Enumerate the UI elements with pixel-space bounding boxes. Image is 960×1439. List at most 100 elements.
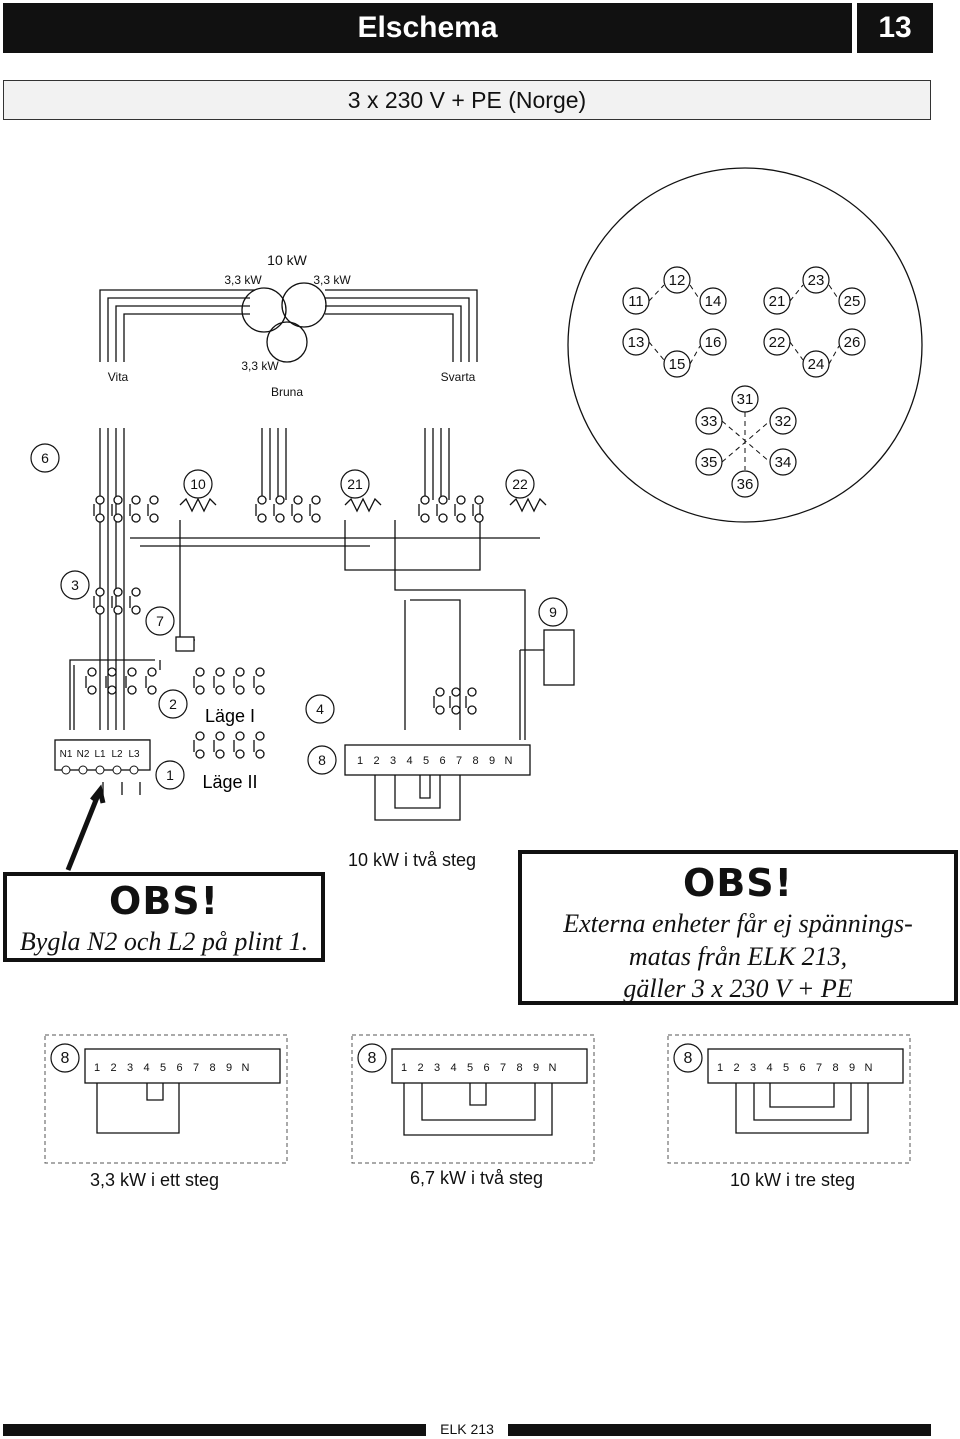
- svg-text:16: 16: [705, 334, 722, 351]
- main-terminal-l2: L2: [111, 749, 123, 760]
- variant-2-terminal-7: 7: [500, 1062, 506, 1074]
- svg-text:1: 1: [166, 767, 174, 783]
- strip-main-terminal-1: 1: [357, 755, 363, 767]
- svg-text:25: 25: [844, 293, 861, 310]
- heater-bottom-label: 3,3 kW: [241, 359, 279, 373]
- component-7-box: [175, 636, 195, 652]
- main-terminal-n2: N2: [77, 749, 90, 760]
- heater-left-label: 3,3 kW: [224, 273, 262, 287]
- obs-right-line2: matas från ELK 213,: [628, 941, 848, 971]
- plate-contact-12: 12: [663, 266, 691, 294]
- obs-left-heading: OBS!: [109, 879, 219, 923]
- variant-2-caption: 6,7 kW i två steg: [410, 1168, 544, 1188]
- plate-contact-14: 14: [699, 287, 727, 315]
- variant-1-terminal-8: 8: [209, 1062, 215, 1074]
- svg-text:3: 3: [71, 577, 79, 593]
- mode-switch-lower: [193, 731, 265, 759]
- svg-text:22: 22: [769, 334, 786, 351]
- component-8: 8: [307, 745, 337, 775]
- svg-text:10: 10: [190, 476, 206, 492]
- svg-text:21: 21: [347, 476, 363, 492]
- svg-text:31: 31: [737, 391, 754, 408]
- plate-contact-26: 26: [838, 328, 866, 356]
- plate-contact-22: 22: [763, 328, 791, 356]
- variant-1-terminal-4: 4: [143, 1062, 149, 1074]
- component-1: 1: [155, 760, 185, 790]
- wire-black-group: [325, 289, 478, 362]
- main-terminal-l3: L3: [128, 749, 140, 760]
- variant-3-terminal-7: 7: [816, 1062, 822, 1074]
- plate-contact-33: 33: [695, 407, 723, 435]
- obs-right-line3: gäller 3 x 230 V + PE: [623, 974, 853, 1003]
- svg-text:8: 8: [61, 1050, 70, 1067]
- obs-right-heading: OBS!: [683, 861, 793, 905]
- main-terminal-l1: L1: [94, 749, 106, 760]
- heater-element-bottom: [266, 321, 308, 363]
- variant-2-terminal-5: 5: [467, 1062, 473, 1074]
- variant-1-component-8: 8: [50, 1043, 80, 1073]
- page-title: Elschema: [3, 3, 852, 53]
- svg-text:7: 7: [156, 613, 164, 629]
- thermostat-plate: [567, 167, 923, 523]
- variant-2-terminal-1: 1: [401, 1062, 407, 1074]
- svg-text:26: 26: [844, 334, 861, 351]
- component-3: 3: [60, 570, 90, 600]
- wire-right-label: Svarta: [441, 370, 476, 384]
- svg-text:4: 4: [316, 701, 324, 717]
- variant-3-terminal-5: 5: [783, 1062, 789, 1074]
- svg-text:8: 8: [368, 1050, 377, 1067]
- variant-2-terminal-2: 2: [417, 1062, 423, 1074]
- svg-text:8: 8: [684, 1050, 693, 1067]
- svg-text:36: 36: [737, 476, 754, 493]
- plate-contact-36: 36: [731, 470, 759, 498]
- component-7: 7: [145, 606, 175, 636]
- heating-element-2: [344, 497, 382, 513]
- variant-2-terminal-4: 4: [450, 1062, 456, 1074]
- main-terminal-n1: N1: [60, 749, 73, 760]
- variant-3-terminal-n: N: [865, 1062, 873, 1074]
- heating-element-3: [509, 497, 547, 513]
- mode-switch-upper-right: [193, 667, 265, 695]
- strip-main-terminal-2: 2: [373, 755, 379, 767]
- variant-2-terminal-8: 8: [516, 1062, 522, 1074]
- svg-text:32: 32: [775, 413, 792, 430]
- contactor-row-1: [93, 495, 159, 523]
- variant-2-component-8: 8: [357, 1043, 387, 1073]
- page-number: 13: [857, 3, 933, 53]
- variant-1-terminal-2: 2: [110, 1062, 116, 1074]
- obs-left-text: Bygla N2 och L2 på plint 1.: [19, 927, 309, 956]
- wire-left-label: Vita: [108, 370, 129, 384]
- obs-note-right: OBS! Externa enheter får ej spännings- m…: [518, 850, 958, 1005]
- variant-1-terminal-n: N: [242, 1062, 250, 1074]
- variant-1-terminal-3: 3: [127, 1062, 133, 1074]
- mode-switch-upper-left: [85, 667, 157, 695]
- strip-caption-main: 10 kW i två steg: [348, 850, 477, 870]
- svg-text:8: 8: [318, 752, 326, 768]
- component-10: 10: [183, 469, 213, 499]
- strip-main-terminal-8: 8: [472, 755, 478, 767]
- svg-text:34: 34: [775, 454, 792, 471]
- svg-text:35: 35: [701, 454, 718, 471]
- strip-main-terminal-6: 6: [439, 755, 445, 767]
- svg-text:9: 9: [549, 604, 557, 620]
- plate-contact-34: 34: [769, 448, 797, 476]
- variant-3-terminal-8: 8: [832, 1062, 838, 1074]
- plate-contact-13: 13: [622, 328, 650, 356]
- component-9: 9: [538, 597, 568, 627]
- heater-element-left: [241, 287, 287, 333]
- contactor-row-3: [418, 495, 484, 523]
- svg-text:2: 2: [169, 696, 177, 712]
- svg-text:13: 13: [628, 334, 645, 351]
- variant-1-terminal-9: 9: [226, 1062, 232, 1074]
- plate-contact-32: 32: [769, 407, 797, 435]
- strip-main-terminal-4: 4: [406, 755, 412, 767]
- heating-element-1: [179, 497, 217, 513]
- strip-main-terminal-5: 5: [423, 755, 429, 767]
- variant-2-terminal-6: 6: [483, 1062, 489, 1074]
- variant-2-terminal-3: 3: [434, 1062, 440, 1074]
